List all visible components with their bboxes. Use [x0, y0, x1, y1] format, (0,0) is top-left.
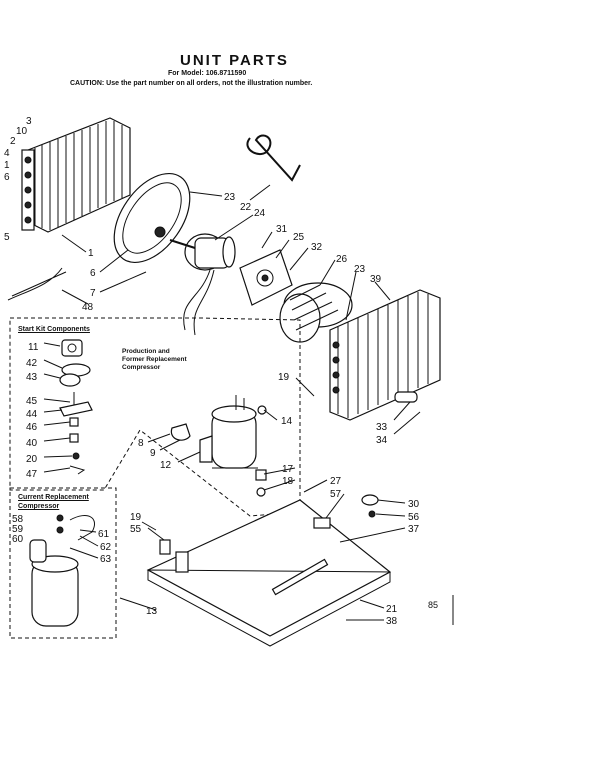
start-kit-parts-drawing — [59, 339, 93, 475]
callout-48: 48 — [82, 302, 94, 313]
production-note: Production and Former Replacement Compre… — [122, 348, 187, 372]
page-title: UNIT PARTS — [180, 52, 289, 69]
current-replacement-box — [9, 487, 117, 639]
leader-lines — [43, 184, 421, 621]
caution-note: CAUTION: Use the part number on all orde… — [70, 80, 313, 87]
callout-labels: 3 10 2 4 1 6 5 1 6 7 48 23 22 24 31 25 3… — [4, 116, 420, 627]
callout-30: 30 — [408, 499, 420, 510]
motor-bracket-drawing — [239, 249, 293, 306]
callout-19a: 19 — [278, 372, 290, 383]
callout-31: 31 — [276, 224, 288, 235]
callout-34: 34 — [376, 435, 388, 446]
start-kit-box-title: Start Kit Components — [18, 326, 90, 333]
callout-43: 43 — [26, 372, 38, 383]
callout-23b: 23 — [354, 264, 366, 275]
callout-63: 63 — [100, 554, 112, 565]
evaporator-coil-drawing — [329, 289, 441, 421]
production-note-line-3: Compressor — [122, 364, 161, 371]
callout-2: 2 — [10, 136, 16, 147]
callout-6: 6 — [90, 268, 96, 279]
callout-12: 12 — [160, 460, 172, 471]
callout-62: 62 — [100, 542, 112, 553]
callout-13: 13 — [146, 606, 158, 617]
callout-39: 39 — [370, 274, 382, 285]
callout-32: 32 — [311, 242, 323, 253]
callout-44: 44 — [26, 409, 38, 420]
callout-23a: 23 — [224, 192, 236, 203]
page-code: 85 — [428, 600, 439, 610]
callout-19b: 19 — [130, 512, 142, 523]
callout-1a: 1 — [4, 160, 10, 171]
callout-6a: 6 — [4, 172, 10, 183]
callout-42: 42 — [26, 358, 38, 369]
callout-7: 7 — [90, 288, 96, 299]
callout-37: 37 — [408, 524, 420, 535]
callout-21: 21 — [386, 604, 398, 615]
callout-57: 57 — [330, 489, 342, 500]
callout-45: 45 — [26, 396, 38, 407]
production-note-line-2: Former Replacement — [122, 356, 187, 363]
callout-24: 24 — [254, 208, 266, 219]
callout-27: 27 — [330, 476, 342, 487]
blower-wheel-drawing — [279, 282, 353, 343]
callout-10: 10 — [16, 126, 28, 137]
callout-61: 61 — [98, 529, 110, 540]
compressor-drawing — [170, 395, 267, 497]
wire-harness-drawing — [7, 267, 67, 301]
callout-47: 47 — [26, 469, 38, 480]
callout-55: 55 — [130, 524, 142, 535]
callout-40: 40 — [26, 438, 38, 449]
callout-46: 46 — [26, 422, 38, 433]
callout-60: 60 — [12, 534, 24, 545]
replacement-compressor-drawing — [29, 514, 95, 627]
callout-26: 26 — [336, 254, 348, 265]
start-kit-box — [9, 317, 301, 517]
callout-38: 38 — [386, 616, 398, 627]
fan-motor-drawing — [169, 233, 236, 336]
callout-9: 9 — [150, 448, 156, 459]
callout-59: 59 — [12, 524, 24, 535]
callout-14: 14 — [281, 416, 293, 427]
callout-56: 56 — [408, 512, 420, 523]
callout-4: 4 — [4, 148, 10, 159]
base-pan-drawing — [146, 499, 392, 647]
callout-1: 1 — [88, 248, 94, 259]
current-replacement-box-title: Current Replacement Compressor — [18, 494, 89, 510]
callout-18: 18 — [282, 476, 294, 487]
callout-8: 8 — [138, 438, 144, 449]
callout-58: 58 — [12, 514, 24, 525]
model-number: For Model: 106.8711590 — [168, 70, 247, 77]
grommet-drawing — [361, 494, 379, 518]
callout-5: 5 — [4, 232, 10, 243]
callout-33: 33 — [376, 422, 388, 433]
production-note-line-1: Production and — [122, 348, 170, 355]
spring-clip-drawing — [246, 134, 301, 182]
callout-3: 3 — [26, 116, 32, 127]
callout-11: 11 — [28, 342, 39, 353]
callout-22: 22 — [240, 202, 252, 213]
condenser-coil-drawing — [21, 117, 131, 233]
callout-25: 25 — [293, 232, 305, 243]
callout-20: 20 — [26, 454, 38, 465]
callout-17: 17 — [282, 464, 294, 475]
